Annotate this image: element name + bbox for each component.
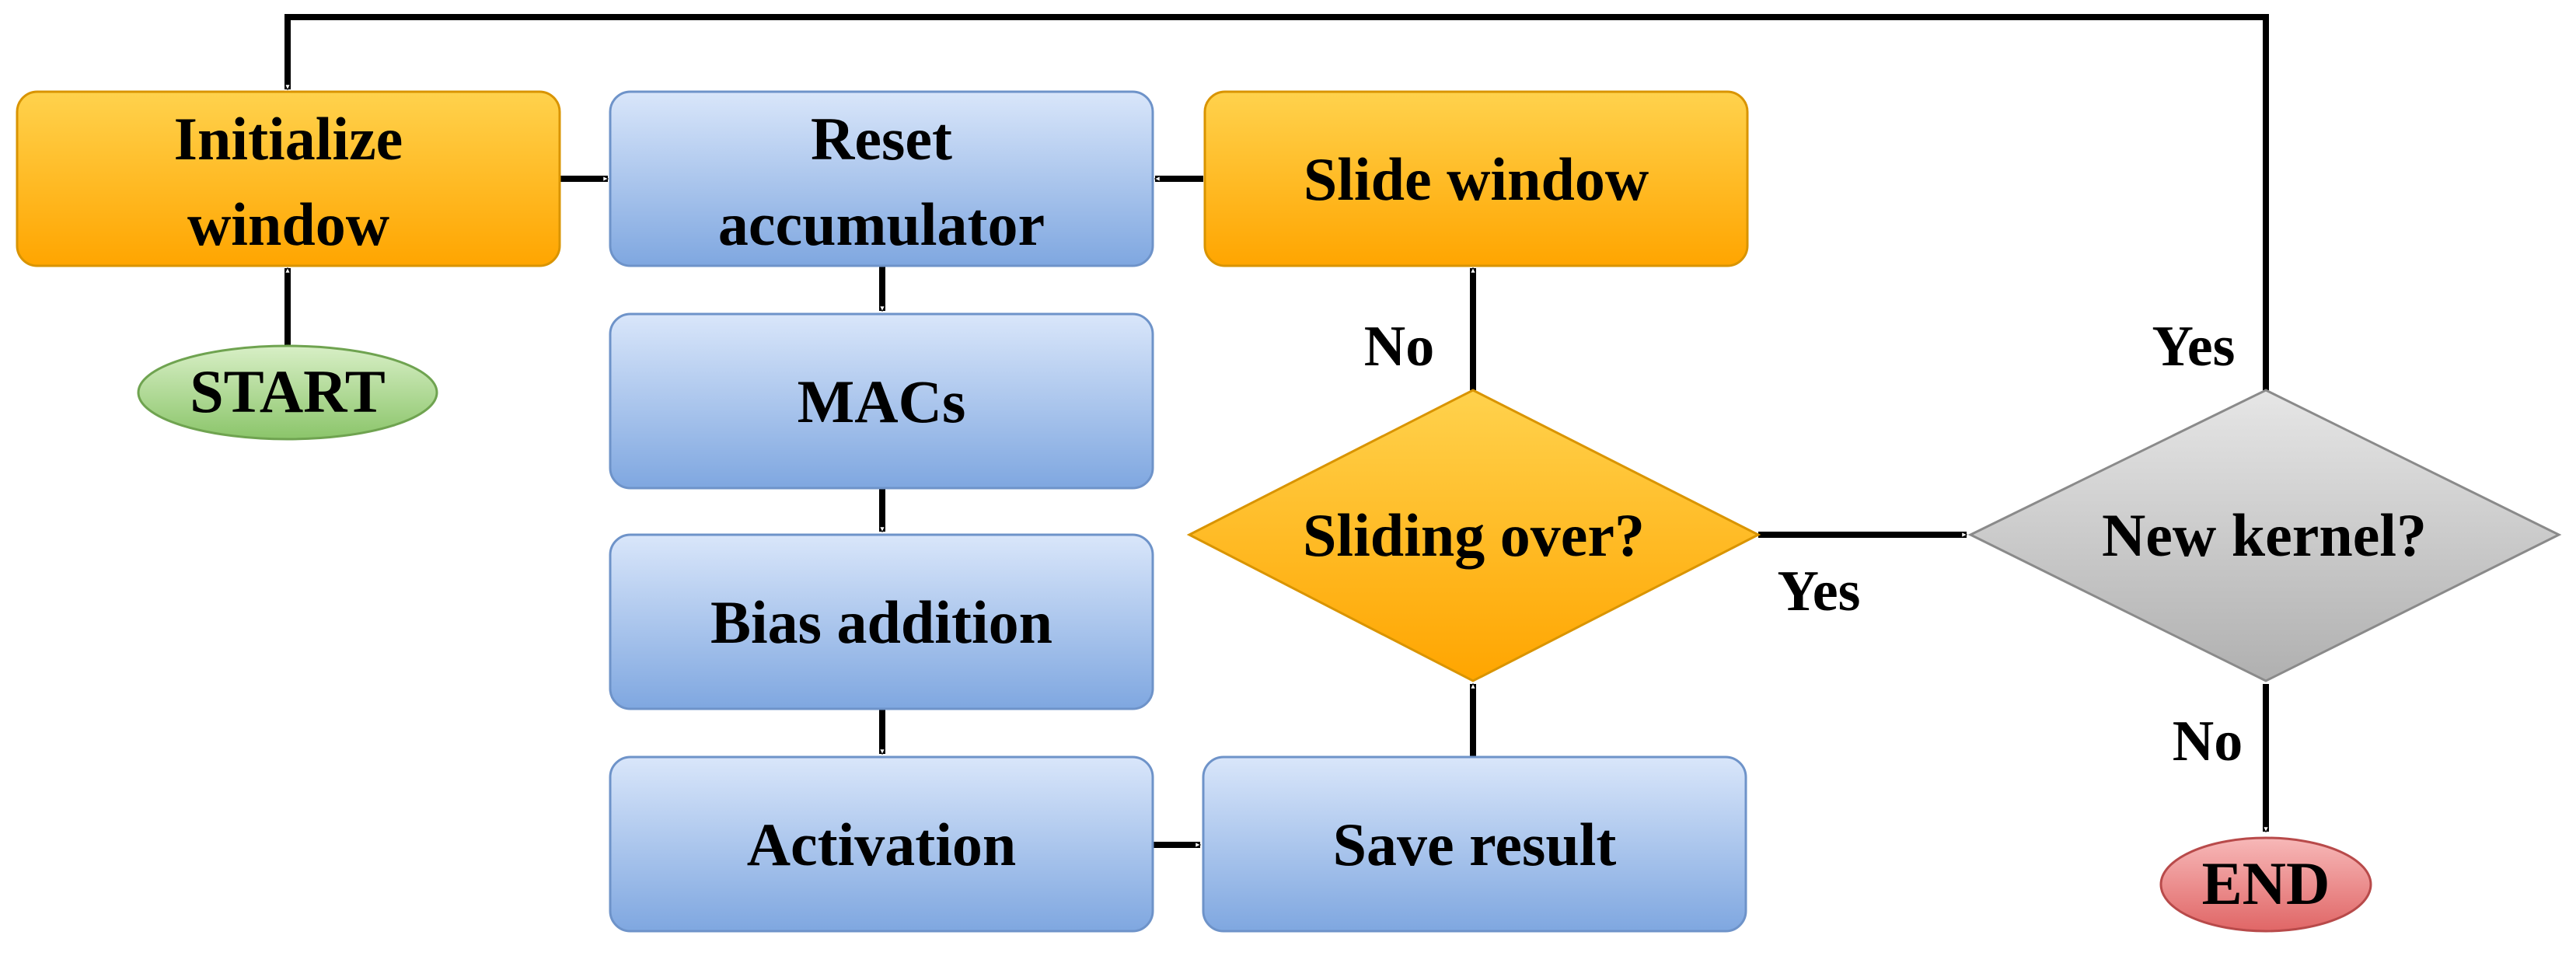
node-start: START [137, 344, 438, 441]
node-sliding-over: Sliding over? [1186, 389, 1761, 682]
edge-label-kernel-yes: Yes [2152, 315, 2236, 379]
bias-addition-label: Bias addition [710, 588, 1052, 656]
edge-kernel-yes [284, 14, 2269, 390]
node-activation: Activation [609, 755, 1154, 933]
edge-label-sliding-yes: Yes [1778, 560, 1861, 623]
node-save-result: Save result [1202, 755, 1747, 933]
reset-accumulator-label-line2: accumulator [718, 190, 1045, 258]
activation-label: Activation [747, 811, 1017, 878]
edges [284, 14, 2269, 848]
sliding-over-label: Sliding over? [1303, 501, 1645, 569]
node-new-kernel: New kernel? [1967, 389, 2562, 682]
start-label: START [190, 358, 386, 425]
reset-accumulator-label-line1: Reset [811, 105, 952, 173]
initialize-window-label-line2: window [187, 190, 389, 258]
slide-window-label: Slide window [1304, 145, 1649, 213]
macs-label: MACs [798, 368, 966, 435]
edge-label-kernel-no: No [2173, 710, 2243, 773]
node-end: END [2159, 836, 2372, 933]
node-initialize-window: Initialize window [16, 90, 561, 267]
initialize-window-label-line1: Initialize [174, 105, 403, 173]
node-bias-addition: Bias addition [609, 533, 1154, 710]
edge-label-sliding-no: No [1364, 315, 1434, 379]
node-macs: MACs [609, 312, 1154, 490]
save-result-label: Save result [1333, 811, 1617, 878]
end-label: END [2202, 850, 2330, 917]
node-slide-window: Slide window [1203, 90, 1749, 267]
new-kernel-label: New kernel? [2102, 501, 2427, 569]
node-reset-accumulator: Reset accumulator [609, 90, 1154, 267]
